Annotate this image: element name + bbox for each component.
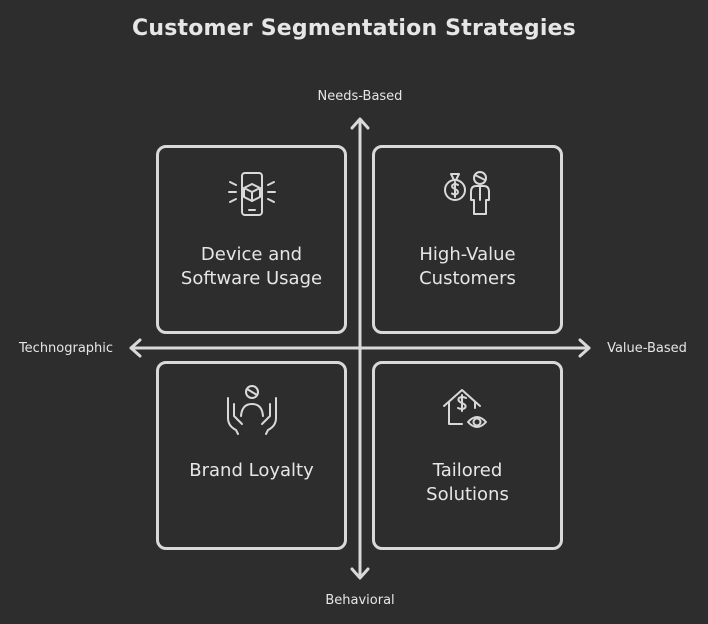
axis-label-behavioral: Behavioral [325, 593, 395, 608]
axis-label-needs-based: Needs-Based [317, 89, 403, 104]
quadrant-high-value-customers: High-Value Customers [372, 145, 563, 334]
quadrant-label: Device and Software Usage [180, 244, 323, 289]
quadrant-label: Brand Loyalty [189, 460, 314, 481]
arrow-down [350, 567, 370, 580]
quadrant-tailored-solutions: Tailored Solutions [372, 361, 563, 550]
axis-label-value-based: Value-Based [607, 341, 687, 356]
arrow-left [129, 338, 142, 358]
quadrant-label: High-Value Customers [419, 244, 516, 289]
diagram-title: Customer Segmentation Strategies [132, 16, 576, 41]
person-hands-icon [159, 382, 344, 438]
quadrant-label: Tailored Solutions [426, 460, 509, 505]
arrow-up [350, 117, 370, 130]
house-dollar-eye-icon [375, 384, 560, 436]
quadrant-brand-loyalty: Brand Loyalty [156, 361, 347, 550]
smartphone-box-icon [159, 170, 344, 220]
axis-label-technographic: Technographic [18, 341, 114, 356]
money-bag-person-icon [375, 168, 560, 220]
arrow-right [578, 338, 591, 358]
quadrant-device-software-usage: Device and Software Usage [156, 145, 347, 334]
